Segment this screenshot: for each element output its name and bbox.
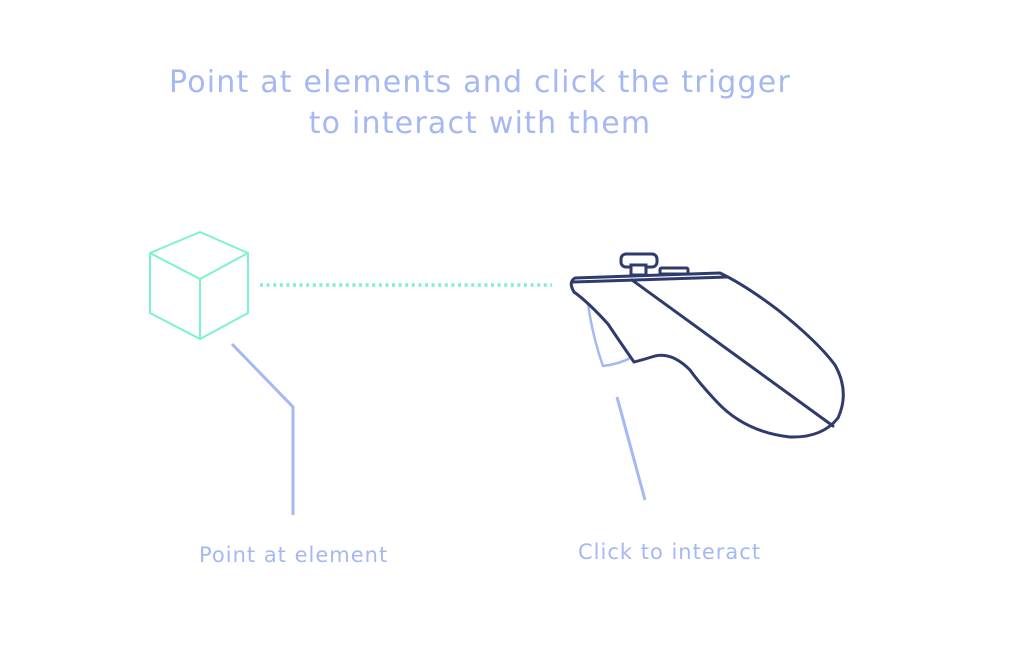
trigger-icon: [586, 302, 634, 368]
click-leader-line: [615, 396, 647, 501]
instruction-title: Point at elements and click the trigger …: [130, 62, 830, 144]
instruction-line-1: Point at elements and click the trigger: [168, 65, 791, 100]
vr-controller-icon: [569, 252, 845, 439]
instruction-line-2: to interact with them: [308, 106, 652, 141]
click-to-interact-caption: Click to interact: [578, 540, 762, 564]
point-leader-line: [230, 342, 295, 515]
side-button-icon: [658, 266, 690, 276]
cube-icon: [149, 231, 249, 340]
point-at-element-caption: Point at element: [199, 543, 389, 567]
